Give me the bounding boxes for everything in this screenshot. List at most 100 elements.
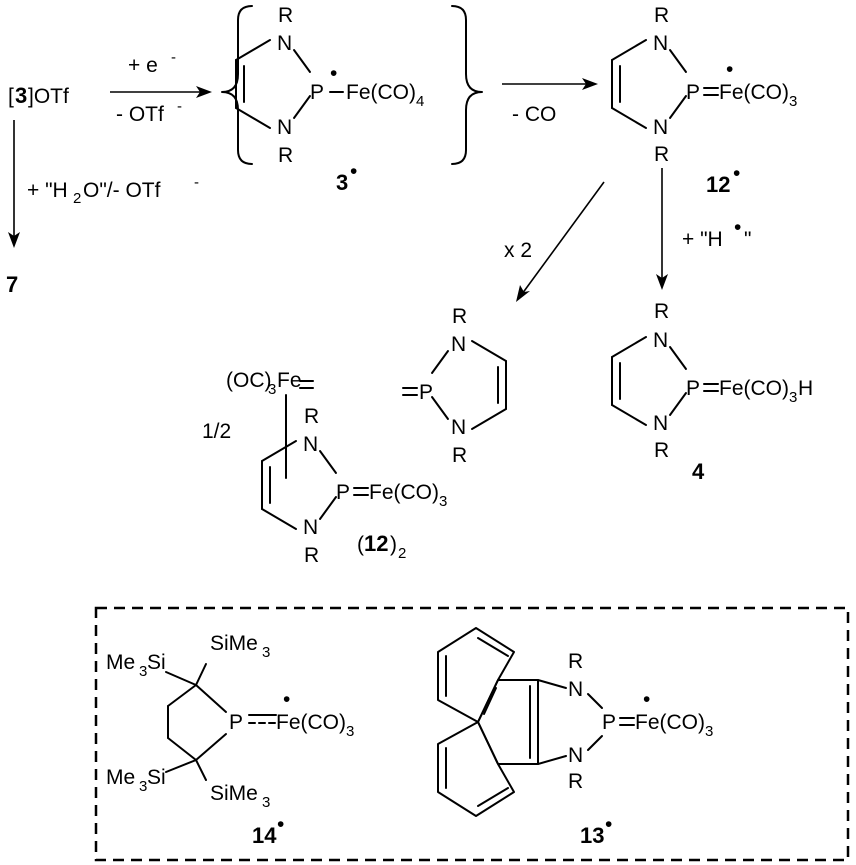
arrow-decarbonylation: - CO — [502, 78, 598, 126]
subscript-3: 3 — [262, 644, 270, 661]
subscript-3: 3 — [139, 663, 147, 680]
atom-n: N — [568, 678, 583, 701]
comparison-box — [94, 606, 850, 862]
atom-r: R — [304, 405, 319, 428]
reagent-h-atom-a: + "H — [682, 228, 723, 251]
compound-4-label: 4 — [692, 459, 705, 484]
reagent-water-sub: 2 — [73, 190, 81, 207]
start-counterion: ]OTf — [28, 85, 69, 108]
atom-r: R — [452, 305, 467, 328]
start-bracket-open: [ — [8, 85, 14, 108]
radical-dot: • — [283, 688, 290, 711]
compound-12-label: 12 — [706, 172, 730, 197]
radical-dot: • — [605, 813, 612, 836]
arrow-reduction: + e - - OTf - — [110, 49, 212, 126]
dimer-subscript-2: 2 — [398, 545, 406, 562]
radical-dot: • — [733, 162, 740, 185]
atom-n: N — [653, 116, 668, 139]
atom-r: R — [278, 4, 293, 27]
atom-n: N — [451, 416, 466, 439]
dimer-paren-open: ( — [357, 533, 364, 556]
atom-n: N — [303, 433, 318, 456]
reagent-minus-otf: - OTf — [116, 103, 164, 126]
atom-n: N — [303, 516, 318, 539]
subscript-3: 3 — [439, 493, 447, 510]
subscript-3: 3 — [346, 723, 354, 740]
atom-p: P — [336, 481, 350, 504]
radical-dot: • — [726, 58, 733, 81]
atom-fe: Fe — [277, 369, 302, 392]
atom-r: R — [568, 650, 583, 673]
atom-fe-co: Fe(CO) — [719, 81, 789, 104]
atom-p: P — [310, 81, 324, 104]
atom-fe-co: Fe(CO) — [635, 711, 705, 734]
radical-13: R N N R P Fe(CO) • 3 13 • — [437, 627, 713, 848]
compound-13-label: 13 — [580, 823, 604, 848]
arrow-dimerization: x 2 — [504, 181, 605, 302]
start-compound-number: 3 — [15, 83, 27, 108]
atom-n: N — [653, 32, 668, 55]
atom-n: N — [451, 333, 466, 356]
reagent-electron: + e — [128, 54, 158, 77]
reagent-electron-charge: - — [171, 49, 176, 66]
atom-n: N — [653, 329, 668, 352]
me3si-group: Me — [106, 766, 135, 789]
radical-14: Me 3 Si SiMe 3 Me 3 Si SiMe 3 P Fe(CO) •… — [106, 632, 354, 848]
radical-dot: • — [643, 688, 650, 711]
subscript-3: 3 — [789, 93, 797, 110]
atom-fe-co: Fe(CO) — [276, 711, 346, 734]
subscript-3: 3 — [789, 389, 797, 406]
atom-r: R — [568, 770, 583, 793]
reagent-h-atom-b: " — [744, 228, 751, 251]
compound-12-dimer-label: 12 — [364, 531, 388, 556]
atom-p: P — [419, 381, 433, 404]
dimer-12-2: R N N R P (OC) 3 Fe 1/2 R N N R P Fe(CO)… — [202, 305, 507, 567]
radical-12: R N N R P Fe(CO) • 3 12 • — [611, 4, 797, 197]
dimer-paren-close: ) — [390, 533, 397, 556]
radical-dot: • — [330, 62, 337, 85]
subscript-3: 3 — [262, 794, 270, 811]
radical-dot: • — [734, 216, 741, 239]
atom-fe-co: Fe(CO) — [346, 81, 416, 104]
atom-fe-co: Fe(CO) — [719, 377, 789, 400]
subscript-3: 3 — [705, 723, 713, 740]
atom-r: R — [654, 439, 669, 462]
atom-r: R — [654, 143, 669, 166]
atom-p: P — [602, 711, 616, 734]
atom-fe-co: Fe(CO) — [369, 481, 439, 504]
reagent-water-a: + "H — [27, 179, 68, 202]
one-half-coefficient: 1/2 — [202, 420, 231, 443]
reagent-water-charge: - — [194, 174, 199, 191]
radical-dot: • — [277, 813, 284, 836]
arrow-hydrolysis: + "H 2 O"/- OTf - — [8, 120, 199, 248]
sime3-group: SiMe — [210, 632, 258, 655]
compound-3-label: 3 — [336, 170, 348, 195]
compound-7-label: 7 — [6, 272, 18, 297]
sime3-group: SiMe — [210, 782, 258, 805]
arrow-h-atom: + "H • " — [656, 168, 751, 290]
atom-n: N — [653, 412, 668, 435]
radical-3: R N N R P • Fe(CO) 4 3 • — [221, 4, 483, 195]
radical-dot: • — [350, 160, 357, 183]
atom-r: R — [654, 4, 669, 27]
reagent-minus-co: - CO — [512, 103, 556, 126]
atom-r: R — [304, 544, 319, 567]
starting-material: [ 3 ]OTf — [8, 83, 69, 108]
me3si-group: Si — [147, 651, 166, 674]
atom-n: N — [568, 744, 583, 767]
atom-n: N — [277, 116, 292, 139]
atom-n: N — [277, 32, 292, 55]
reagent-times-two: x 2 — [504, 239, 532, 262]
reagent-water-b: O"/- OTf — [83, 179, 161, 202]
atom-p: P — [229, 711, 243, 734]
atom-p: P — [686, 81, 700, 104]
atom-h: H — [798, 377, 813, 400]
atom-r: R — [654, 300, 669, 323]
atom-oc: (OC) — [226, 369, 272, 392]
compound-14-label: 14 — [252, 823, 277, 848]
atom-p: P — [686, 377, 700, 400]
reagent-minus-otf-charge: - — [177, 98, 182, 115]
atom-r: R — [278, 144, 293, 167]
subscript-3: 3 — [268, 381, 276, 398]
